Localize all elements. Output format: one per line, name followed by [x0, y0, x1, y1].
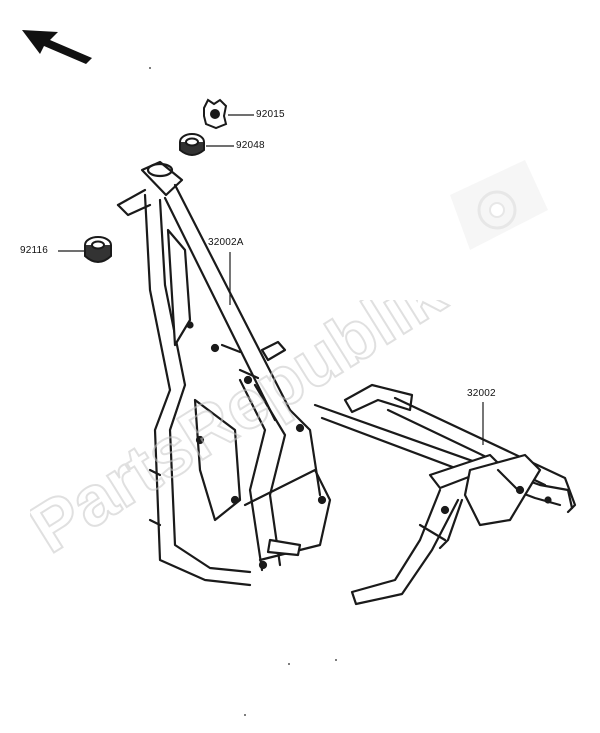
bearing-92116 [84, 236, 112, 263]
part-number-92116: 92116 [20, 245, 49, 256]
part-number-32002A: 32002A [208, 237, 244, 248]
main-frame-32002A [116, 160, 332, 587]
castle-nut-92015 [203, 98, 228, 130]
gear-flag-icon [450, 160, 548, 250]
bearing-92048 [179, 133, 205, 156]
part-number-92015: 92015 [256, 109, 285, 120]
scan-specks [149, 67, 337, 716]
part-number-92048: 92048 [236, 140, 265, 151]
part-number-32002: 32002 [467, 388, 496, 399]
arrow-up-left-icon [22, 30, 92, 64]
subframe-32002 [313, 383, 577, 606]
